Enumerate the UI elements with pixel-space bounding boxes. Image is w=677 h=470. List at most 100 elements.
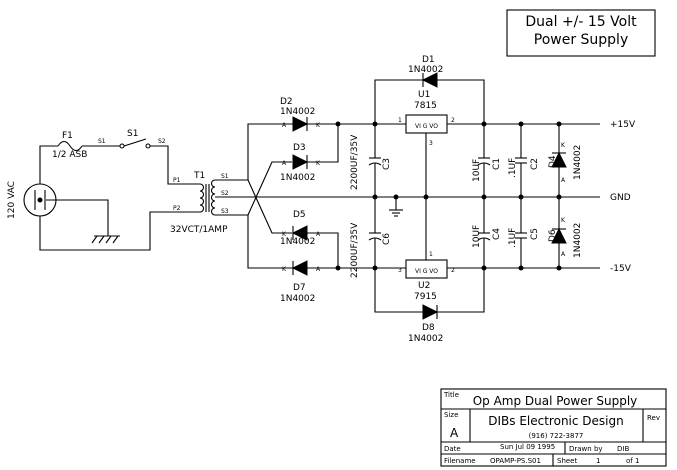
capacitor-c5: .1UF C5 <box>508 197 540 268</box>
title-line-2: Power Supply <box>534 32 629 48</box>
c2-ref: C2 <box>530 158 540 170</box>
d3-cathode: K <box>316 160 321 167</box>
u1-pin-out: 2 <box>451 117 455 124</box>
d6-value: 1N4002 <box>573 223 583 258</box>
c6-value: 2200UF/35V <box>350 222 360 278</box>
d4-cathode: K <box>561 142 566 149</box>
d4-ref: D4 <box>548 155 558 168</box>
c2-value: .1UF <box>508 158 518 178</box>
transformer-ref: T1 <box>193 171 205 181</box>
transformer-pin-p2: P2 <box>173 205 181 212</box>
diode-d3: D3 1N4002 A K <box>280 124 339 183</box>
c6-ref: C6 <box>382 233 392 245</box>
d7-anode: A <box>316 266 321 273</box>
d8-ref: D8 <box>422 323 435 333</box>
tb-drawn-caption: Drawn by <box>569 445 603 453</box>
ground-icon <box>389 197 403 217</box>
earth-ground-icon <box>91 232 120 244</box>
fuse-ref: F1 <box>62 131 73 141</box>
c5-value: .1UF <box>508 228 518 248</box>
c5-ref: C5 <box>530 228 540 240</box>
net-pos-label: +15V <box>610 120 636 130</box>
transformer-pin-s3: S3 <box>221 208 229 215</box>
u2-value: 7915 <box>414 292 437 302</box>
fuse-value: 1/2 ASB <box>52 150 87 160</box>
capacitor-c4: 10UF C4 <box>472 197 502 268</box>
u1-ref: U1 <box>418 90 430 100</box>
rails <box>335 79 600 313</box>
regulator-u1: VI G VO U1 7815 1 3 2 <box>398 90 455 147</box>
bridge-wiring <box>232 123 600 269</box>
diode-d5: D5 1N4002 K A <box>280 210 339 268</box>
d5-ref: D5 <box>293 210 306 220</box>
capacitor-c2: .1UF C2 <box>508 124 540 197</box>
c4-value: 10UF <box>472 225 482 248</box>
u1-body: VI G VO <box>415 123 438 130</box>
transformer-pin-p1: P1 <box>173 177 181 184</box>
tb-date: Sun Jul 09 1995 <box>500 443 555 451</box>
d7-cathode: K <box>282 266 287 273</box>
transformer-value: 32VCT/1AMP <box>170 225 228 235</box>
u1-pin-in: 1 <box>398 117 402 124</box>
tb-rev-caption: Rev <box>647 414 660 422</box>
tb-size: A <box>450 426 459 440</box>
d3-anode: A <box>282 160 287 167</box>
diode-d6: D6 1N4002 K A <box>548 197 583 268</box>
tb-sheet-caption: Sheet <box>557 457 577 465</box>
tb-size-caption: Size <box>444 411 458 419</box>
tb-title: Op Amp Dual Power Supply <box>473 394 638 408</box>
u2-pin-gnd: 1 <box>429 251 433 258</box>
switch-icon <box>119 138 151 149</box>
u2-pin-out: 2 <box>451 267 455 274</box>
capacitor-c6: 2200UF/35V C6 <box>350 197 392 278</box>
transformer-t1: T1 P1 P2 S1 S2 S3 32VCT/1AMP <box>170 171 232 235</box>
tb-sheet-of: of 1 <box>626 457 639 465</box>
title-box: Dual +/- 15 Volt Power Supply <box>506 9 656 57</box>
diode-d4: D4 1N4002 K A <box>548 124 583 197</box>
title-block: Title Op Amp Dual Power Supply Size A DI… <box>440 388 667 467</box>
u2-ref: U2 <box>418 281 430 291</box>
u1-pin-gnd: 3 <box>429 140 433 147</box>
d7-value: 1N4002 <box>280 294 315 304</box>
ac-input: 120 VAC F1 1/2 ASB S1 S1 S2 <box>7 129 200 251</box>
c1-value: 10UF <box>472 159 482 182</box>
d4-anode: A <box>561 177 566 184</box>
u1-value: 7815 <box>414 101 437 111</box>
u2-pin-in: 3 <box>398 267 402 274</box>
d2-anode: A <box>282 122 287 129</box>
tb-filename: OPAMP-PS.S01 <box>490 457 541 465</box>
ac-source-label: 120 VAC <box>7 181 17 219</box>
d2-ref: D2 <box>280 97 293 107</box>
c3-value: 2200UF/35V <box>350 134 360 190</box>
capacitor-c3: 2200UF/35V C3 <box>350 124 392 197</box>
transformer-pin-s1: S1 <box>221 173 229 180</box>
d5-anode: A <box>316 231 321 238</box>
tb-filename-caption: Filename <box>444 457 476 465</box>
d2-value: 1N4002 <box>280 107 315 117</box>
c4-ref: C4 <box>492 228 502 240</box>
d1-value: 1N4002 <box>408 65 443 75</box>
tb-sheet: 1 <box>596 457 600 465</box>
c3-ref: C3 <box>382 158 392 170</box>
d2-cathode: K <box>316 122 321 129</box>
u2-body: VI G VO <box>415 268 438 275</box>
switch-ref: S1 <box>127 129 138 139</box>
d5-value: 1N4002 <box>280 237 315 247</box>
tb-title-caption: Title <box>443 391 459 399</box>
diode-d2: D2 1N4002 A K <box>268 97 338 132</box>
d6-ref: D6 <box>548 229 558 242</box>
d7-ref: D7 <box>293 283 306 293</box>
title-line-1: Dual +/- 15 Volt <box>525 14 637 30</box>
d4-value: 1N4002 <box>573 145 583 180</box>
diode-d7: D7 1N4002 K A <box>268 260 338 304</box>
fuse-icon <box>57 140 83 152</box>
switch-pin-1: S1 <box>98 138 106 145</box>
d3-ref: D3 <box>293 143 306 153</box>
d3-value: 1N4002 <box>280 173 315 183</box>
transformer-pin-s2: S2 <box>221 190 229 197</box>
d6-anode: A <box>561 251 566 258</box>
d1-ref: D1 <box>422 55 435 65</box>
diode-d8: D8 1N4002 <box>408 304 443 344</box>
d8-value: 1N4002 <box>408 334 443 344</box>
